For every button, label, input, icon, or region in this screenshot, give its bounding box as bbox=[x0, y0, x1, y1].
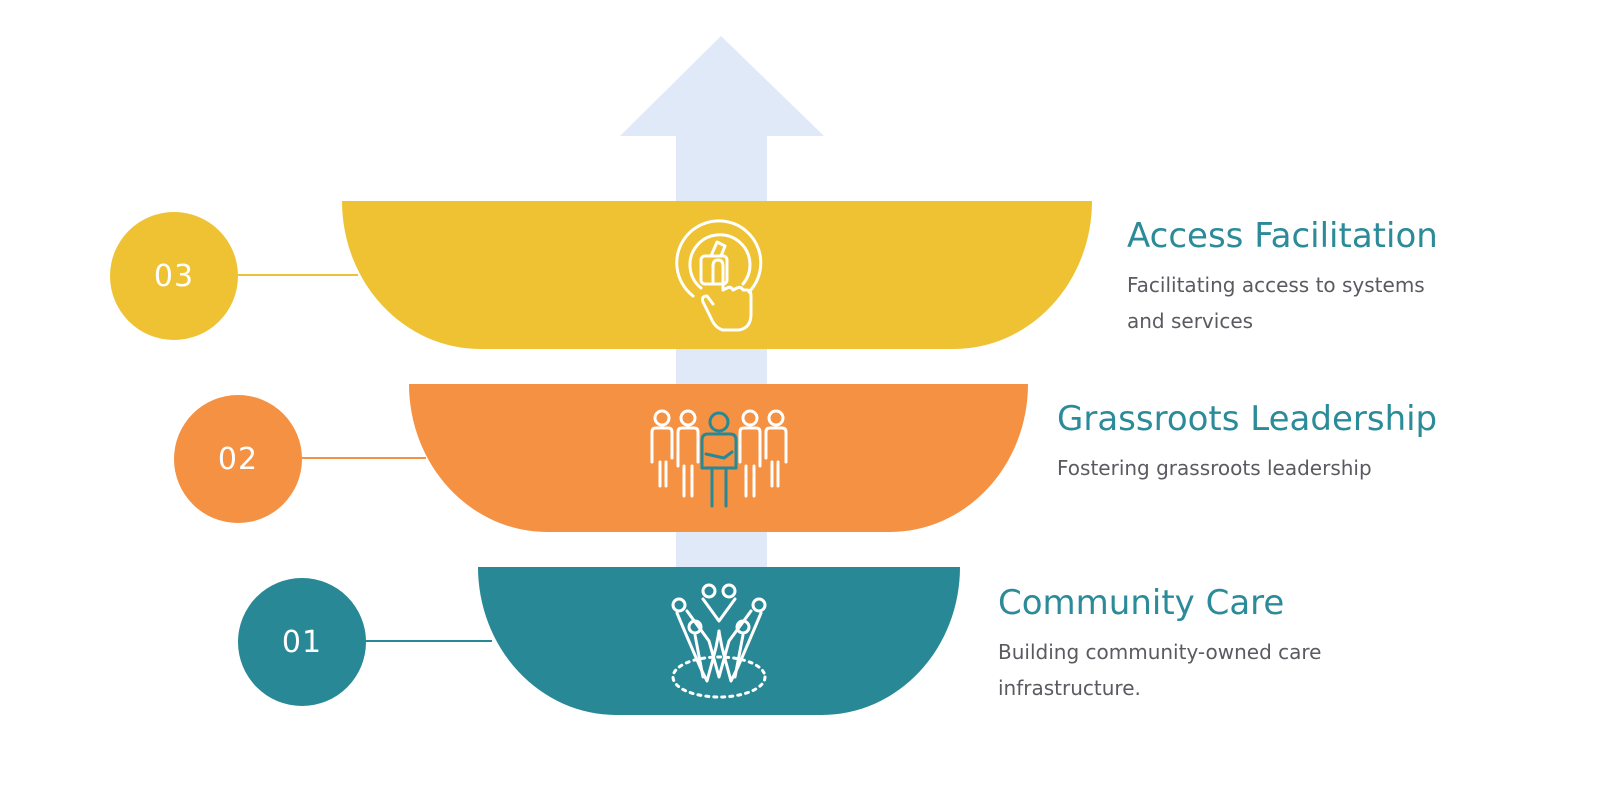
connector-line-02 bbox=[302, 457, 426, 459]
level-description: Fostering grassroots leadership bbox=[1057, 456, 1372, 481]
level-band-01 bbox=[478, 567, 960, 715]
connector-line-03 bbox=[238, 274, 358, 276]
level-title: Access Facilitation bbox=[1127, 216, 1438, 256]
group-leader-icon bbox=[650, 409, 787, 508]
level-description: Facilitating access to systems and servi… bbox=[1127, 273, 1425, 334]
connector-line-01 bbox=[366, 640, 492, 642]
level-number-02: 02 bbox=[174, 395, 302, 523]
level-description: Building community-owned care infrastruc… bbox=[998, 640, 1322, 701]
level-title: Grassroots Leadership bbox=[1057, 399, 1438, 439]
level-number-03: 03 bbox=[110, 212, 238, 340]
level-number-01: 01 bbox=[238, 578, 366, 706]
level-band-02 bbox=[409, 384, 1028, 532]
level-label-02: Grassroots Leadership Fostering grassroo… bbox=[1057, 399, 1477, 486]
level-label-03: Access Facilitation Facilitating access … bbox=[1127, 216, 1467, 339]
level-number-text: 01 bbox=[281, 624, 323, 660]
level-number-text: 02 bbox=[217, 441, 259, 477]
touch-hand-icon bbox=[675, 219, 763, 332]
level-band-03 bbox=[342, 201, 1092, 349]
community-circle-icon bbox=[671, 583, 767, 699]
level-number-text: 03 bbox=[153, 258, 195, 294]
level-label-01: Community Care Building community-owned … bbox=[998, 583, 1378, 706]
level-title: Community Care bbox=[998, 583, 1285, 623]
